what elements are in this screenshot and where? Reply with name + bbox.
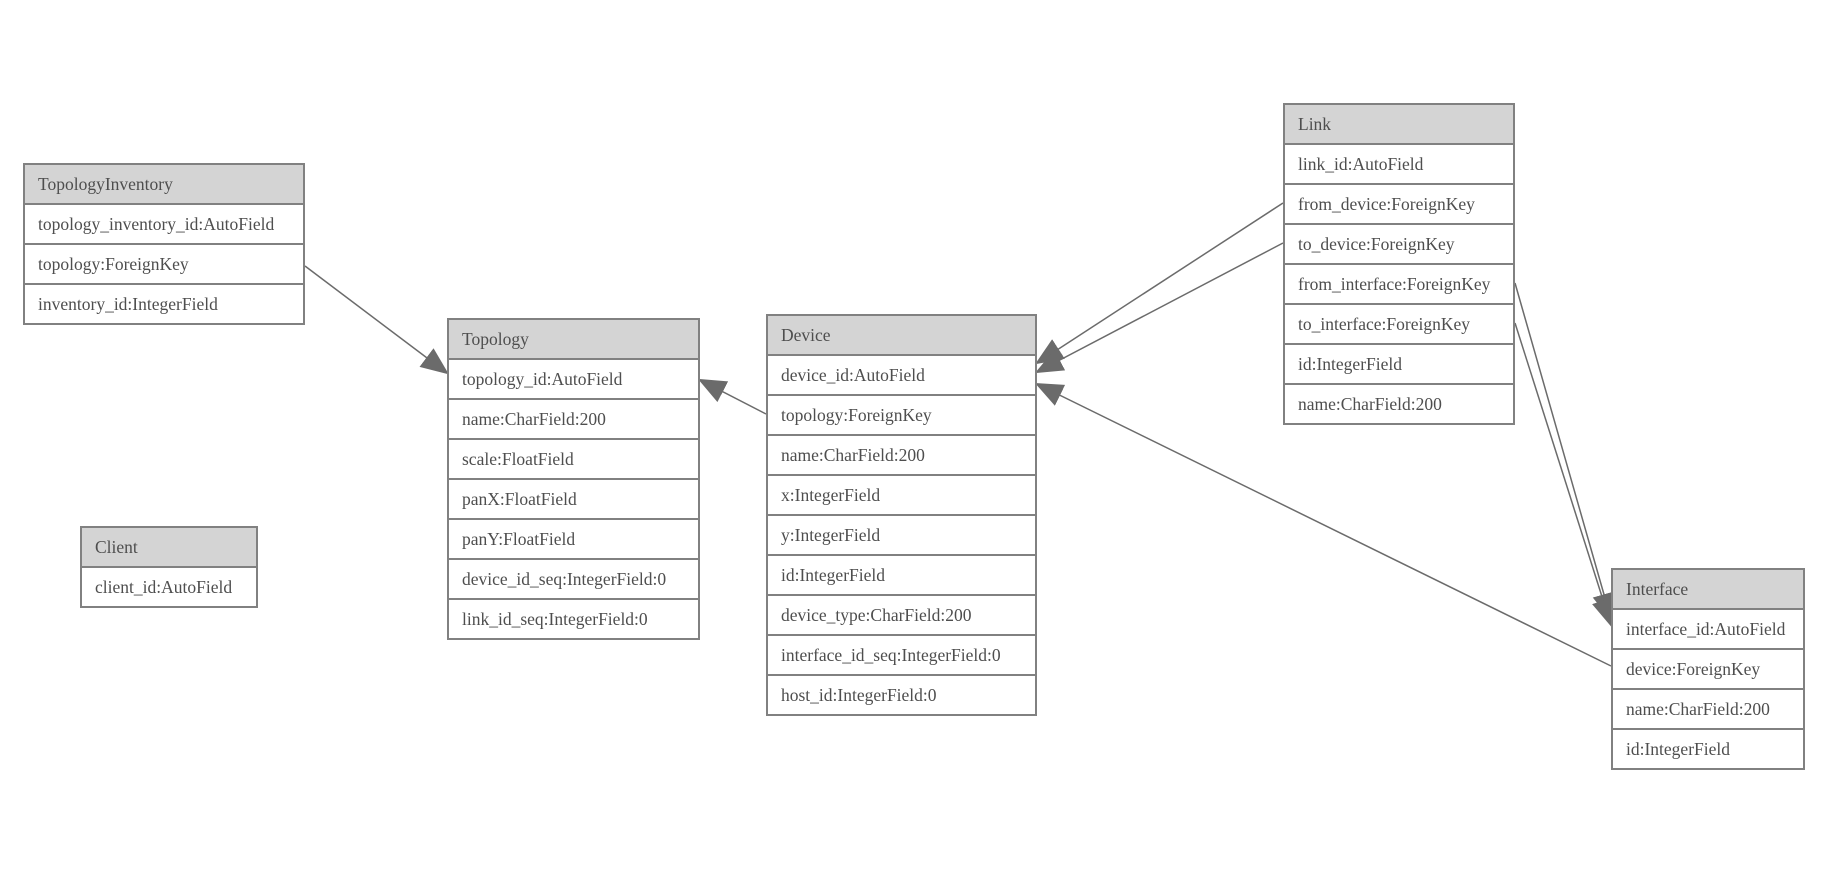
field-row: panX:FloatField (449, 480, 698, 520)
field-row: device_id:AutoField (768, 356, 1035, 396)
field-row: from_interface:ForeignKey (1285, 265, 1513, 305)
field-row: interface_id_seq:IntegerField:0 (768, 636, 1035, 676)
field-row: device_type:CharField:200 (768, 596, 1035, 636)
field-row: device_id_seq:IntegerField:0 (449, 560, 698, 600)
field-row: id:IntegerField (1626, 739, 1731, 759)
field-row: y:IntegerField (768, 516, 1035, 556)
field-row: topology_id:AutoField (449, 360, 698, 400)
field-row: link_id_seq:IntegerField:0 (462, 609, 648, 629)
field-row: name:CharField:200 (1298, 394, 1442, 414)
field-row: host_id:IntegerField:0 (781, 685, 937, 705)
field-row: panY:FloatField (449, 520, 698, 560)
field-row: id:IntegerField (1285, 345, 1513, 385)
entity-link: Link link_id:AutoField from_device:Forei… (1283, 103, 1515, 425)
field-row: interface_id:AutoField (1613, 610, 1803, 650)
entity-device: Device device_id:AutoField topology:Fore… (766, 314, 1037, 716)
entity-topologyinventory: TopologyInventory topology_inventory_id:… (23, 163, 305, 325)
field-row: from_device:ForeignKey (1285, 185, 1513, 225)
field-row: inventory_id:IntegerField (38, 294, 218, 314)
field-row: scale:FloatField (449, 440, 698, 480)
relation-link-todevice-device (1034, 242, 1284, 374)
field-row: topology_inventory_id:AutoField (25, 205, 303, 245)
field-row: link_id:AutoField (1285, 145, 1513, 185)
relation-interface-device (1034, 382, 1612, 667)
field-row: to_interface:ForeignKey (1285, 305, 1513, 345)
relation-link-fromdevice-device (1035, 202, 1284, 365)
relation-link-tointerface-interface (1514, 322, 1615, 628)
field-row: id:IntegerField (768, 556, 1035, 596)
field-row: topology:ForeignKey (25, 245, 303, 285)
field-row: client_id:AutoField (95, 577, 233, 597)
entity-title: Device (768, 316, 1035, 356)
field-row: name:CharField:200 (449, 400, 698, 440)
entity-title: Topology (449, 320, 698, 360)
field-row: topology:ForeignKey (768, 396, 1035, 436)
entity-title: Client (82, 528, 256, 568)
field-row: device:ForeignKey (1613, 650, 1803, 690)
field-row: x:IntegerField (768, 476, 1035, 516)
entity-title: Link (1285, 105, 1513, 145)
entity-topology: Topology topology_id:AutoField name:Char… (447, 318, 700, 640)
field-row: to_device:ForeignKey (1285, 225, 1513, 265)
entity-client: Client client_id:AutoField (80, 526, 258, 608)
relation-link-frominterface-interface (1514, 282, 1616, 622)
entity-title: Interface (1613, 570, 1803, 610)
relation-device-topology (697, 378, 767, 415)
entity-title: TopologyInventory (25, 165, 303, 205)
entity-interface: Interface interface_id:AutoField device:… (1611, 568, 1805, 770)
relation-topologyinventory-topology (304, 265, 449, 375)
field-row: name:CharField:200 (768, 436, 1035, 476)
field-row: name:CharField:200 (1613, 690, 1803, 730)
